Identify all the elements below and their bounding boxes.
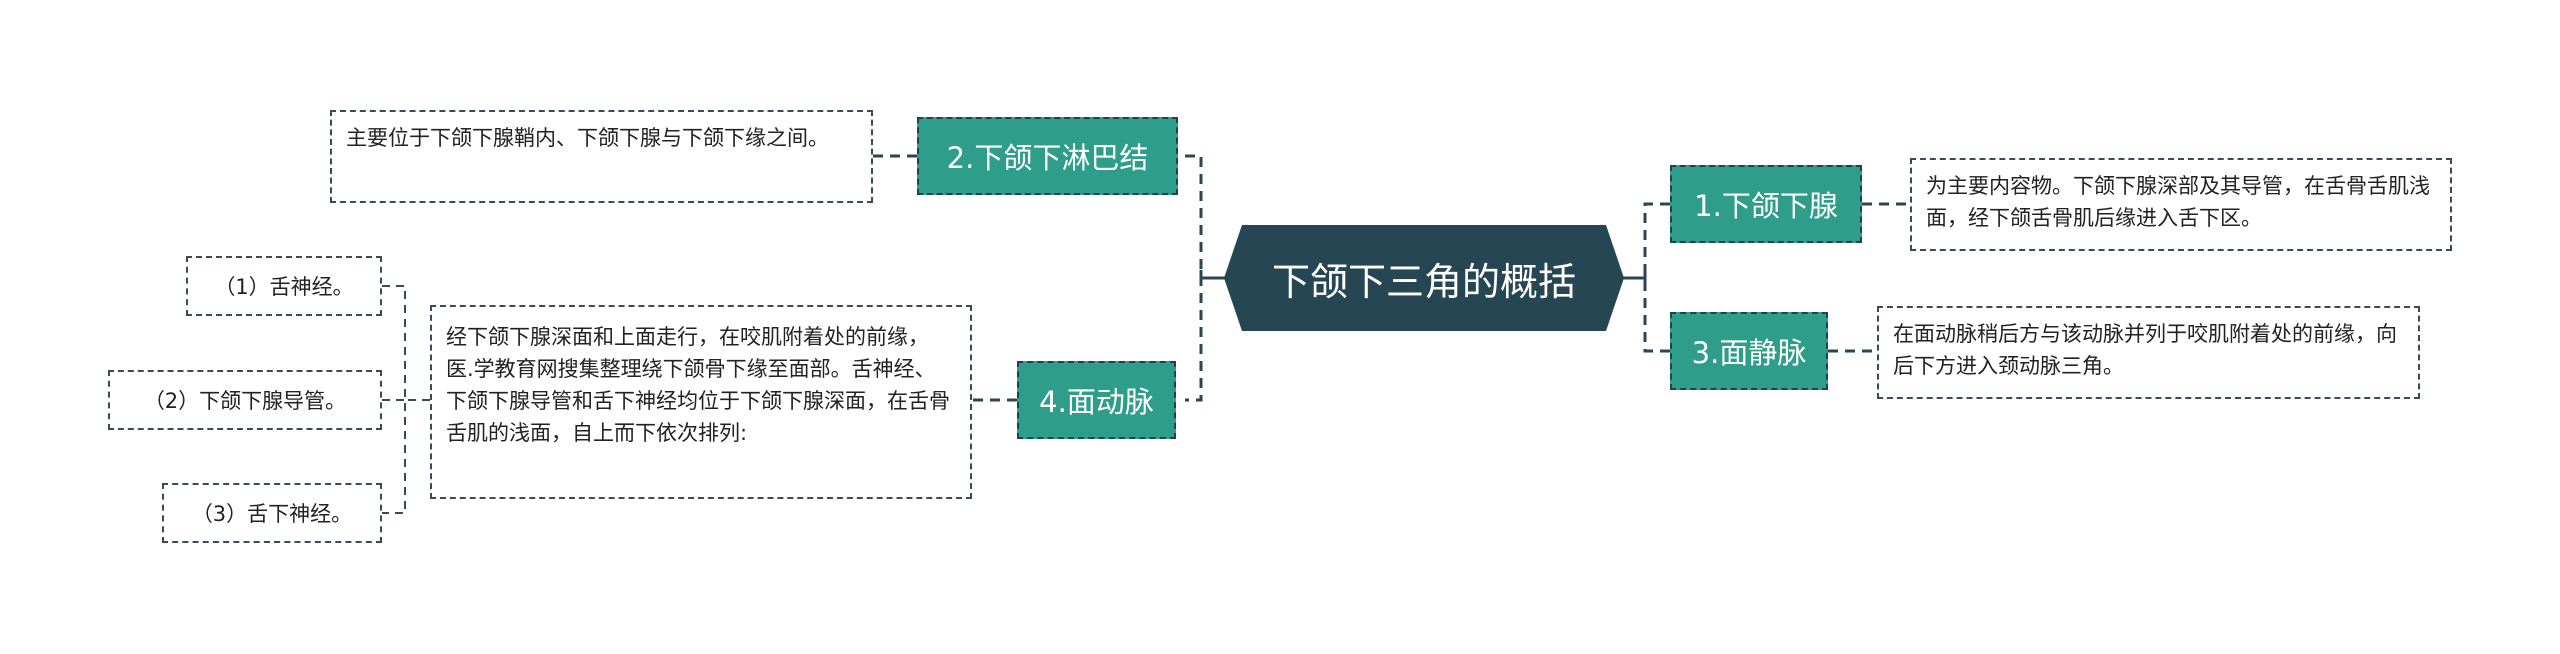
hexagon-shape <box>1224 225 1624 331</box>
sub-item-label: （3）舌下神经。 <box>191 502 353 526</box>
topic-label: 3.面静脉 <box>1691 336 1807 370</box>
sub-item-lingual-nerve[interactable]: （1）舌神经。 <box>186 256 382 316</box>
sub-item-label: （2）下颌下腺导管。 <box>143 389 347 413</box>
topic-label: 2.下颌下淋巴结 <box>946 141 1149 175</box>
topic-submandibular-gland-description: 为主要内容物。下颌下腺深部及其导管，在舌骨舌肌浅面，经下颌舌骨肌后缘进入舌下区。 <box>1910 158 2452 251</box>
sub-item-submandibular-duct[interactable]: （2）下颌下腺导管。 <box>108 370 382 430</box>
root-title: 下颌下三角的概括 <box>1271 259 1576 304</box>
sub-item-hypoglossal-nerve[interactable]: （3）舌下神经。 <box>162 483 382 543</box>
topic-facial-vein[interactable]: 3.面静脉 <box>1670 312 1828 390</box>
description-text: 主要位于下颌下腺鞘内、下颌下腺与下颌下缘之间。 <box>346 126 829 150</box>
topic-lymph-nodes[interactable]: 2.下颌下淋巴结 <box>917 117 1178 195</box>
description-text: 为主要内容物。下颌下腺深部及其导管，在舌骨舌肌浅面，经下颌舌骨肌后缘进入舌下区。 <box>1926 174 2430 230</box>
sub-item-label: （1）舌神经。 <box>214 275 354 299</box>
topic-facial-vein-description: 在面动脉稍后方与该动脉并列于咬肌附着处的前缘，向后下方进入颈动脉三角。 <box>1877 306 2420 399</box>
topic-submandibular-gland[interactable]: 1.下颌下腺 <box>1670 165 1862 243</box>
topic-label: 1.下颌下腺 <box>1694 189 1838 223</box>
topic-lymph-nodes-description: 主要位于下颌下腺鞘内、下颌下腺与下颌下缘之间。 <box>330 110 873 203</box>
topic-label: 4.面动脉 <box>1039 385 1154 419</box>
topic-facial-artery[interactable]: 4.面动脉 <box>1017 361 1176 439</box>
description-text: 在面动脉稍后方与该动脉并列于咬肌附着处的前缘，向后下方进入颈动脉三角。 <box>1893 322 2397 378</box>
topic-facial-artery-description: 经下颌下腺深面和上面走行，在咬肌附着处的前缘，医.学教育网搜集整理绕下颌骨下缘至… <box>430 305 972 499</box>
root-node[interactable]: 下颌下三角的概括 <box>1224 225 1624 331</box>
description-text: 经下颌下腺深面和上面走行，在咬肌附着处的前缘，医.学教育网搜集整理绕下颌骨下缘至… <box>446 325 950 445</box>
